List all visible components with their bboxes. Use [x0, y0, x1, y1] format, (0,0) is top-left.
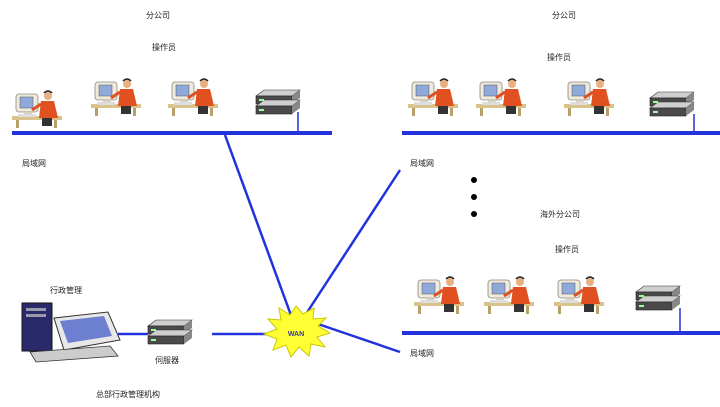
- wan-cloud: WAN: [262, 305, 332, 358]
- server-icon: [255, 89, 301, 115]
- operator-workstation: [406, 77, 460, 118]
- operator-workstation: [166, 77, 220, 118]
- lan-label: 局域网: [22, 159, 46, 168]
- branch-office-label: 分公司: [146, 11, 170, 20]
- operator-workstation: [10, 89, 64, 130]
- operator-workstation: [552, 275, 606, 316]
- operator-label: 操作员: [547, 53, 571, 62]
- operator-workstation: [474, 77, 528, 118]
- operator-workstation: [482, 275, 536, 316]
- operator-workstation: [562, 77, 616, 118]
- operator-workstation: [89, 77, 143, 118]
- hq-org-label: 总部行政管理机构: [96, 390, 160, 399]
- overseas-branch-label: 海外分公司: [540, 210, 580, 219]
- operator-label: 操作员: [152, 43, 176, 52]
- wan-link-right: [304, 169, 402, 315]
- wan-label: WAN: [288, 331, 304, 338]
- operator-label: 操作员: [555, 245, 579, 254]
- hq-admin-workstation: [21, 302, 121, 363]
- server-icon: [649, 91, 695, 117]
- wan-link-left: [223, 134, 294, 319]
- server-label: 伺服器: [155, 356, 179, 365]
- branch-office-label: 分公司: [552, 11, 576, 20]
- lan-label: 局域网: [410, 159, 434, 168]
- operator-workstation: [412, 275, 466, 316]
- hq-server-icon: [147, 319, 193, 345]
- admin-workstation-label: 行政管理: [50, 286, 82, 295]
- server-icon: [635, 285, 681, 311]
- ellipsis-dots: [471, 177, 477, 217]
- wan-link-overseas: [317, 322, 401, 354]
- lan-label: 局域网: [410, 349, 434, 358]
